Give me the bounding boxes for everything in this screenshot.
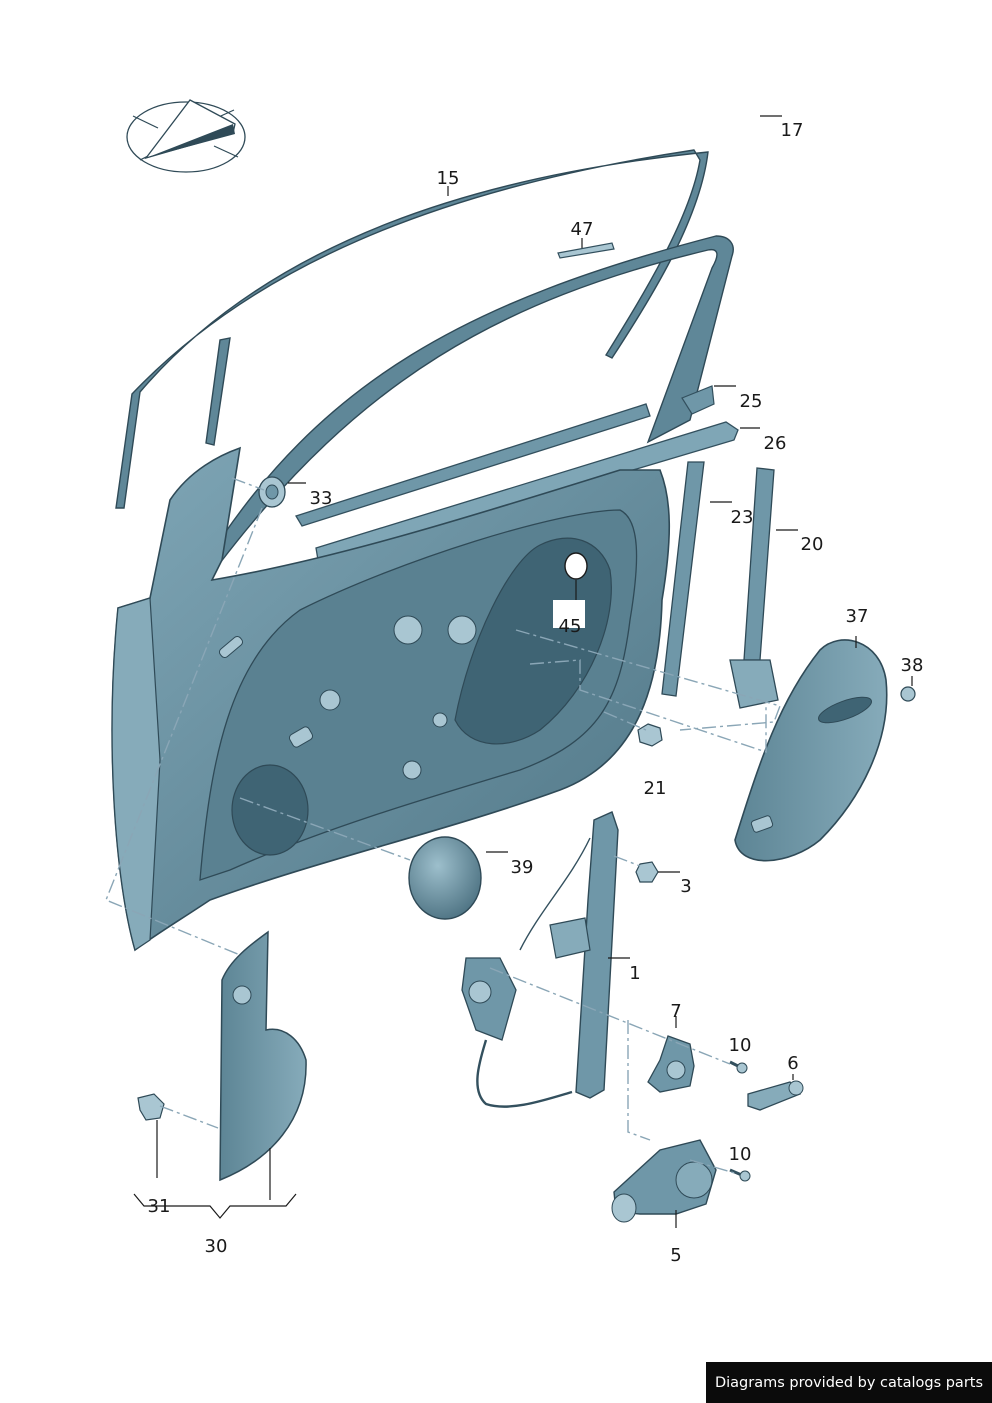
part-labels: 1 3 5 6 7 10 10 15 17 20 21 23 25 26 30 … — [148, 120, 924, 1266]
label-3: 3 — [680, 876, 691, 897]
label-39: 39 — [511, 857, 534, 878]
label-31: 31 — [148, 1196, 171, 1217]
inner-belt-strip — [295, 403, 651, 527]
alignment-lines — [105, 477, 781, 1175]
label-10-upper: 10 — [729, 1035, 752, 1056]
clip-strip — [557, 242, 615, 259]
screw-10-lower — [729, 1168, 751, 1182]
leader-lines — [133, 115, 913, 1228]
speaker-cover-plate — [734, 639, 888, 862]
hex-nut-3 — [635, 861, 659, 883]
seal-bracket — [681, 385, 715, 415]
label-17: 17 — [781, 120, 804, 141]
screw-10-upper — [729, 1060, 748, 1074]
access-plug — [564, 552, 588, 580]
label-20: 20 — [801, 534, 824, 555]
label-26: 26 — [764, 433, 787, 454]
window-channel — [661, 461, 705, 697]
label-33: 33 — [310, 488, 333, 509]
door-grommet — [258, 476, 286, 508]
door-shell — [111, 446, 671, 952]
screw-38 — [900, 686, 916, 702]
window-guide-seal — [203, 235, 734, 564]
motor-mount — [647, 1035, 695, 1093]
catalog-credit: Diagrams provided by catalogs parts — [706, 1362, 992, 1403]
label-37: 37 — [846, 606, 869, 627]
hex-nut-21 — [637, 723, 663, 747]
window-motor — [611, 1139, 717, 1223]
window-regulator — [461, 811, 619, 1108]
window-guide-rail — [729, 467, 779, 709]
label-45: 45 — [559, 616, 582, 637]
direction-compass-icon — [126, 99, 246, 173]
label-30: 30 — [205, 1236, 228, 1257]
trim-clip — [137, 1093, 165, 1121]
label-25: 25 — [740, 391, 763, 412]
crank-handle — [747, 1080, 804, 1111]
inner-trim-panel — [219, 930, 307, 1182]
label-1: 1 — [629, 963, 640, 984]
label-15: 15 — [437, 168, 460, 189]
door-frame-seal — [115, 149, 709, 509]
speaker-cover-39 — [408, 836, 482, 920]
label-10-lower: 10 — [729, 1144, 752, 1165]
label-38: 38 — [901, 655, 924, 676]
label-23: 23 — [731, 507, 754, 528]
label-5: 5 — [670, 1245, 681, 1266]
label-47: 47 — [571, 219, 594, 240]
label-6: 6 — [787, 1053, 798, 1074]
label-7: 7 — [670, 1001, 681, 1022]
label-21: 21 — [644, 778, 667, 799]
